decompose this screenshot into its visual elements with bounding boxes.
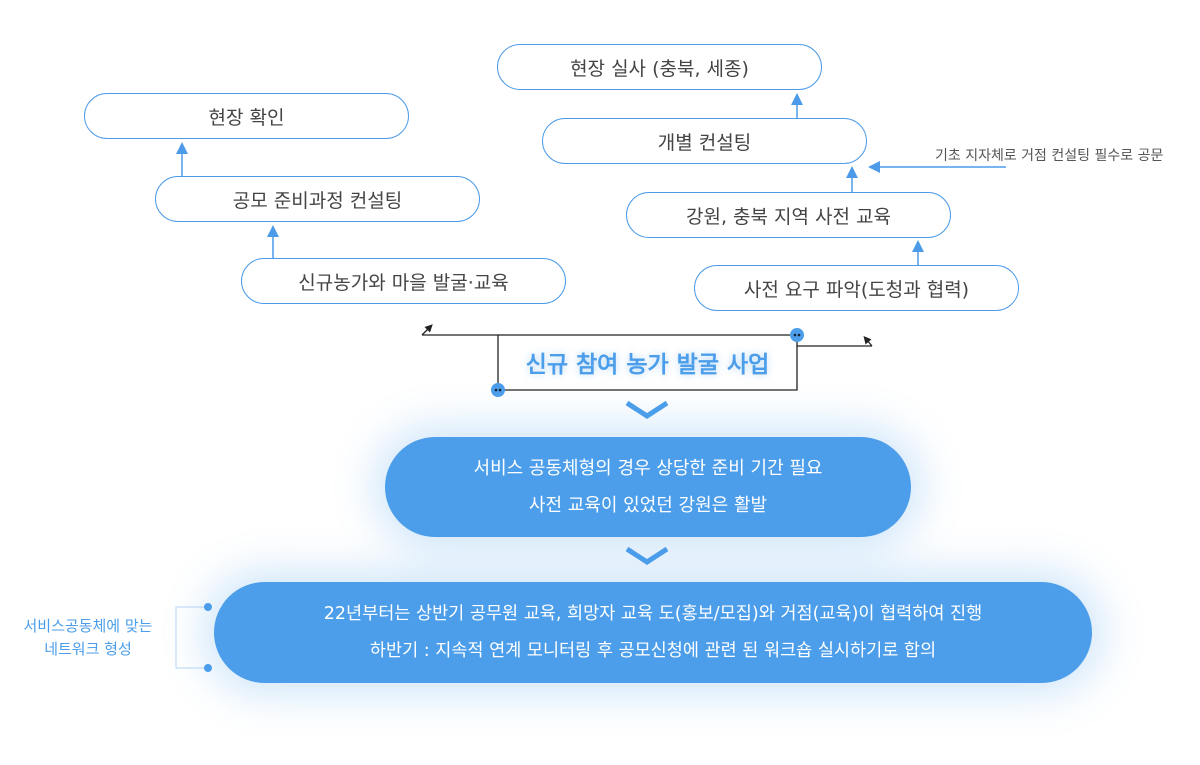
- bracket: [175, 606, 208, 669]
- chevron-down-icon: [625, 400, 669, 565]
- summary-line: 하반기 : 지속적 연계 모니터링 후 공모신청에 관련 된 워크숍 실시하기로…: [369, 640, 937, 661]
- summary-line: 22년부터는 상반기 공무원 교육, 희망자 교육 도(홍보/모집)와 거점(교…: [323, 603, 983, 624]
- side-note-line: 네트워크 형성: [44, 640, 132, 658]
- step-needs-assessment: 사전 요구 파악(도청과 협력): [694, 265, 1019, 311]
- summary-box-1: 서비스 공동체형의 경우 상당한 준비 기간 필요 사전 교육이 있었던 강원은…: [385, 437, 911, 537]
- summary-line: 서비스 공동체형의 경우 상당한 준비 기간 필요: [473, 458, 823, 479]
- step-prep-consulting: 공모 준비과정 컨설팅: [155, 176, 480, 222]
- right-note: 기초 지자체로 거점 컨설팅 필수로 공문: [935, 148, 1164, 164]
- side-note: 서비스공동체에 맞는 네트워크 형성: [8, 615, 168, 661]
- step-discovery-education: 신규농가와 마을 발굴·교육: [241, 258, 566, 304]
- dot-icon: [790, 328, 804, 342]
- side-note-line: 서비스공동체에 맞는: [23, 617, 153, 635]
- center-title: 신규 참여 농가 발굴 사업: [525, 352, 770, 378]
- step-site-check: 현장 확인: [84, 93, 409, 139]
- step-pre-education: 강원, 충북 지역 사전 교육: [626, 192, 951, 238]
- step-site-inspection: 현장 실사 (충북, 세종): [497, 44, 822, 90]
- step-individual-consulting: 개별 컨설팅: [542, 118, 867, 164]
- dot-icon: [491, 383, 505, 397]
- summary-line: 사전 교육이 있었던 강원은 활발: [528, 495, 768, 516]
- summary-box-2: 22년부터는 상반기 공무원 교육, 희망자 교육 도(홍보/모집)와 거점(교…: [214, 582, 1092, 683]
